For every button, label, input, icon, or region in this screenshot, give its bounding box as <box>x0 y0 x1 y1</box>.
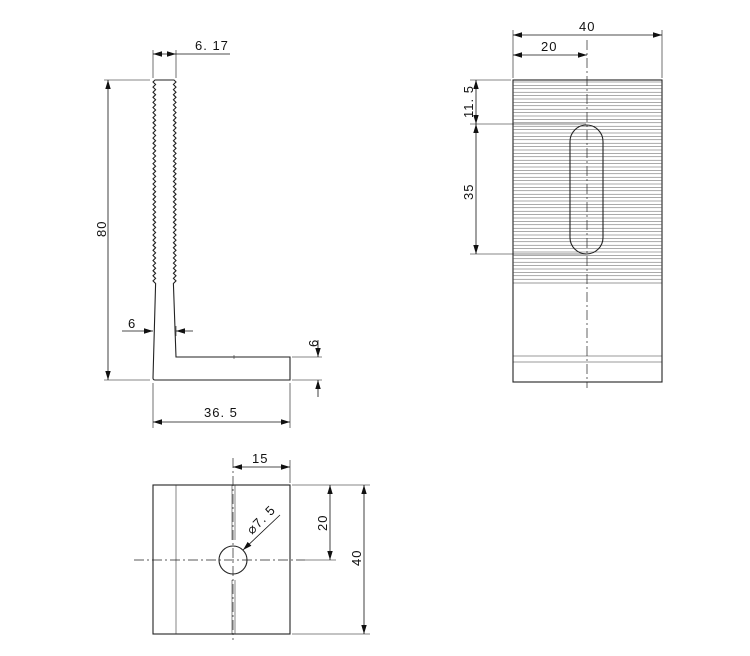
dim-thickness-base: 6 <box>292 339 322 397</box>
dim-depth: 40 <box>292 485 370 635</box>
dim-thickness-base-label: 6 <box>306 339 321 347</box>
dim-height-label: 80 <box>94 221 109 237</box>
dim-thickness-vertical-label: 6 <box>128 316 136 331</box>
base-outline <box>152 484 291 635</box>
dim-thickness-vertical: 6 <box>122 316 193 336</box>
dim-base-length-label: 36. 5 <box>204 405 238 420</box>
dim-slot-length: 35 <box>461 124 586 255</box>
side-view: 6. 17 80 6 6 36. 5 <box>94 38 322 428</box>
dim-hole-offset-x-label: 15 <box>252 451 268 466</box>
dim-half-width-label: 20 <box>541 39 557 54</box>
front-plate-outline <box>512 79 663 383</box>
dim-width-label: 40 <box>579 19 595 34</box>
dim-width: 40 <box>512 19 663 78</box>
dim-hole-offset-y: 20 <box>292 484 370 561</box>
dim-hole-offset-x: 15 <box>233 451 291 483</box>
dim-hole-diameter-label: ⌀7. 5 <box>244 502 279 537</box>
dim-thickness-top-label: 6. 17 <box>195 38 229 53</box>
dim-height: 80 <box>94 79 150 381</box>
bottom-view: 15 ⌀7. 5 20 40 <box>134 451 370 640</box>
mounting-slot <box>569 124 604 255</box>
dim-slot-offset: 11. 5 <box>461 79 586 125</box>
serration-ribs <box>513 81 662 280</box>
dim-base-length: 36. 5 <box>152 383 291 428</box>
dim-slot-length-label: 35 <box>461 184 476 200</box>
dim-thickness-top: 6. 17 <box>152 38 230 78</box>
dim-half-width: 20 <box>513 39 587 58</box>
dim-depth-label: 40 <box>349 550 364 566</box>
dim-hole-offset-y-label: 20 <box>315 515 330 531</box>
l-profile-outline <box>152 79 291 381</box>
dim-hole-diameter: ⌀7. 5 <box>242 502 281 551</box>
dim-slot-offset-label: 11. 5 <box>461 85 476 118</box>
front-view: 40 20 11. 5 35 <box>461 19 663 388</box>
